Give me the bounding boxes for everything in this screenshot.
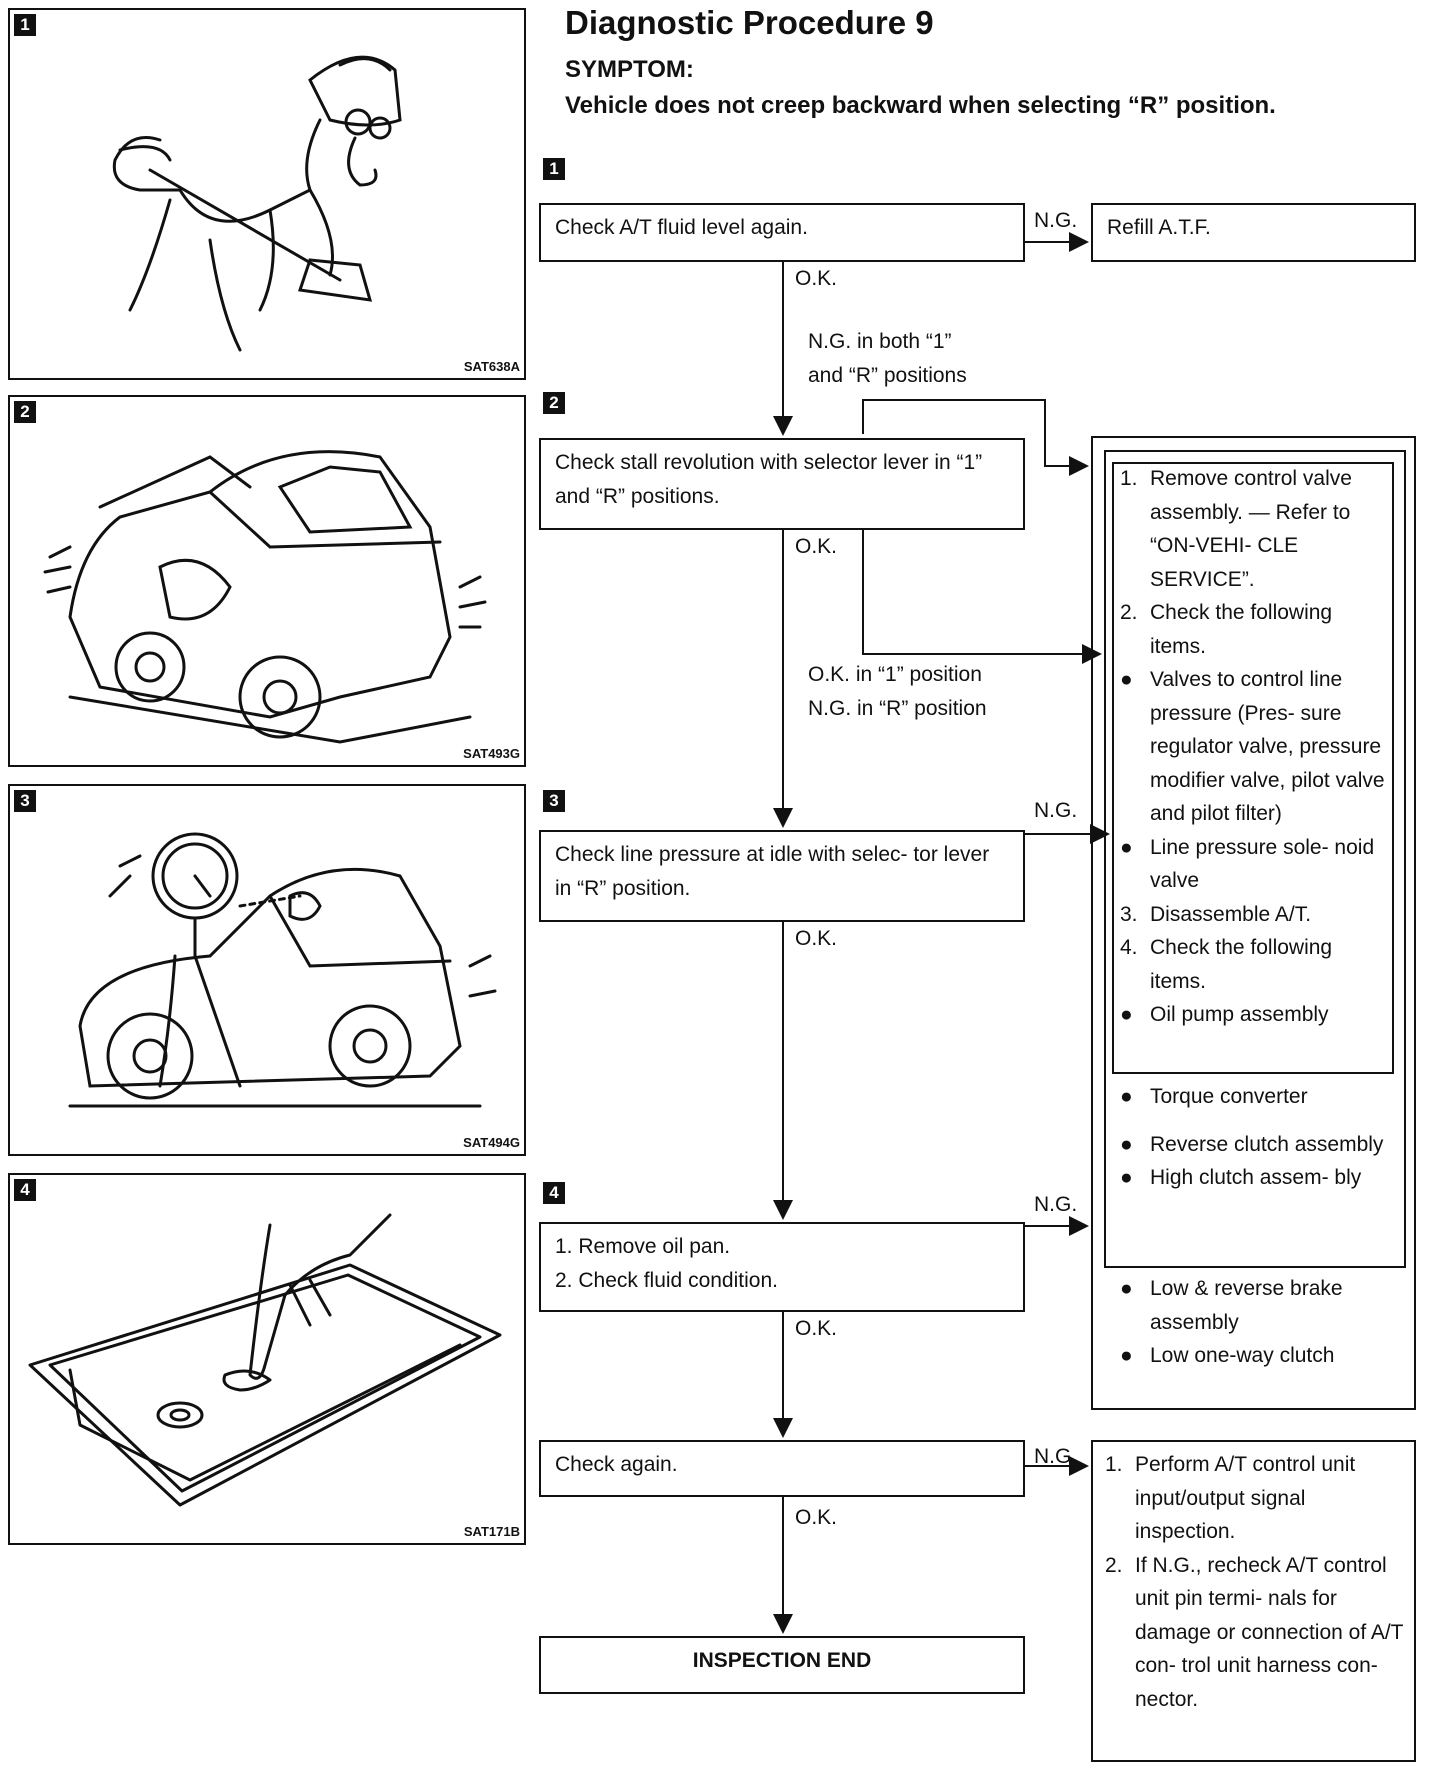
step-box-4: 1. Remove oil pan. 2. Check fluid condit… <box>539 1222 1025 1312</box>
control-unit-box: 1.Perform A/T control unit input/output … <box>1091 1440 1416 1762</box>
step-badge-4: 4 <box>543 1182 565 1204</box>
refill-box: Refill A.T.F. <box>1091 203 1416 262</box>
connector-2-repair-r <box>863 530 1100 654</box>
ok-label-2: O.K. <box>795 530 837 564</box>
repair-inner-list: 1.Remove control valve assembly. — Refer… <box>1120 462 1392 1032</box>
repair-item: ●Reverse clutch assembly <box>1120 1128 1396 1162</box>
step-text-4a: 1. Remove oil pan. <box>555 1230 1009 1264</box>
inspection-end-text: INSPECTION END <box>693 1649 872 1672</box>
repair-item: ●High clutch assem- bly <box>1120 1161 1396 1195</box>
ok-label-5: O.K. <box>795 1501 837 1535</box>
repair-item: ●Valves to control line pressure (Pres- … <box>1120 663 1392 831</box>
ng-label-5: N.G. <box>1034 1440 1077 1474</box>
ok-label-3: O.K. <box>795 922 837 956</box>
step-text-4b: 2. Check fluid condition. <box>555 1264 1009 1298</box>
control-item: 1.Perform A/T control unit input/output … <box>1105 1448 1404 1549</box>
step-badge-1: 1 <box>543 158 565 180</box>
repair-item: 1.Remove control valve assembly. — Refer… <box>1120 462 1392 596</box>
repair-mid-list: ●Torque converter ●Reverse clutch assemb… <box>1120 1080 1396 1195</box>
step-box-1: Check A/T fluid level again. <box>539 203 1025 262</box>
step-badge-2: 2 <box>543 392 565 414</box>
inspection-end-box: INSPECTION END <box>539 1636 1025 1694</box>
refill-text: Refill A.T.F. <box>1107 216 1211 239</box>
ok-label-4: O.K. <box>795 1312 837 1346</box>
step-text-2: Check stall revolution with selector lev… <box>555 451 982 508</box>
repair-item: ●Low & reverse brake assembly <box>1120 1272 1402 1339</box>
ok-label-1: O.K. <box>795 262 837 296</box>
repair-item: 3.Disassemble A/T. <box>1120 898 1392 932</box>
repair-item: 2.Check the following items. <box>1120 596 1392 663</box>
ok1-ngr-label-1: O.K. in “1” position <box>808 658 982 692</box>
step-box-2: Check stall revolution with selector lev… <box>539 438 1025 530</box>
step-text-1: Check A/T fluid level again. <box>555 216 808 239</box>
ng-both-label-1: N.G. in both “1” <box>808 325 952 359</box>
step-box-5: Check again. <box>539 1440 1025 1497</box>
repair-outer-list: ●Low & reverse brake assembly ●Low one-w… <box>1120 1272 1402 1373</box>
ng-label-4: N.G. <box>1034 1188 1077 1222</box>
step-text-3: Check line pressure at idle with selec- … <box>555 843 989 900</box>
step-box-3: Check line pressure at idle with selec- … <box>539 830 1025 922</box>
repair-item: ●Torque converter <box>1120 1080 1396 1114</box>
ng-label-3: N.G. <box>1034 794 1077 828</box>
control-item: 2.If N.G., recheck A/T control unit pin … <box>1105 1549 1404 1717</box>
repair-item: 4.Check the following items. <box>1120 931 1392 998</box>
step-text-5: Check again. <box>555 1453 678 1476</box>
ng-label-1: N.G. <box>1034 204 1077 238</box>
step-badge-3: 3 <box>543 790 565 812</box>
repair-item: ●Oil pump assembly <box>1120 998 1392 1032</box>
repair-item: ●Line pressure sole- noid valve <box>1120 831 1392 898</box>
ng-both-label-2: and “R” positions <box>808 359 967 393</box>
ok1-ngr-label-2: N.G. in “R” position <box>808 692 987 726</box>
repair-item: ●Low one-way clutch <box>1120 1339 1402 1373</box>
